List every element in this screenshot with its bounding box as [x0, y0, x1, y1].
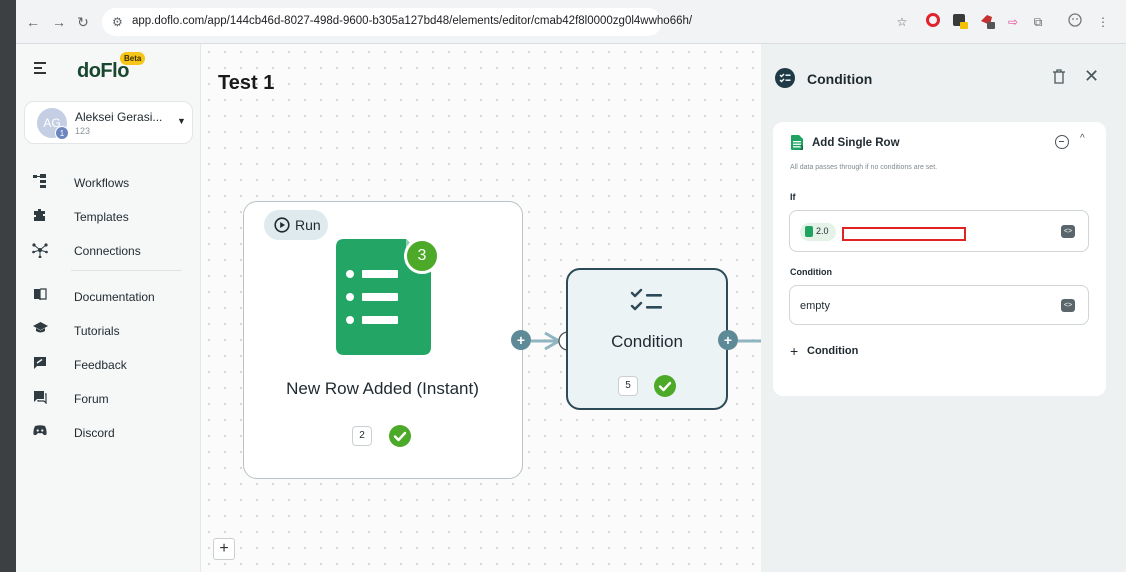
bookmark-star-icon[interactable]: ☆ — [896, 15, 908, 29]
remove-circle-icon[interactable] — [1055, 135, 1069, 149]
condition-value: empty — [800, 300, 830, 312]
address-bar[interactable]: ⚙ app.doflo.com/app/144cb46d-8027-498d-9… — [102, 8, 692, 36]
user-subtitle: 123 — [75, 126, 91, 136]
extensions-puzzle-icon[interactable]: ⧉ — [1033, 15, 1043, 29]
canvas-add-button[interactable]: + — [213, 538, 235, 560]
caret-down-icon: ▼ — [177, 116, 186, 126]
trash-icon[interactable] — [1051, 68, 1067, 86]
workflows-icon — [32, 174, 48, 190]
sidebar-item-label: Tutorials — [74, 324, 120, 338]
site-settings-icon[interactable]: ⚙ — [112, 15, 123, 29]
templates-icon — [32, 208, 48, 224]
trigger-node-title: New Row Added (Instant) — [286, 379, 479, 398]
checklist-icon — [630, 288, 662, 311]
condition-node-title: Condition — [611, 332, 683, 351]
run-button[interactable]: Run — [264, 210, 328, 240]
book-icon — [32, 288, 48, 304]
feedback-icon — [32, 356, 48, 372]
user-name: Aleksei Gerasi... — [75, 110, 163, 124]
condition-card: 3 Add Single Row ^ All data passes throu… — [773, 122, 1106, 396]
panel-title: Condition — [807, 71, 873, 87]
card-title: Add Single Row — [812, 137, 900, 149]
workflow-canvas[interactable]: Test 1 Run 3 New Row Added (Instant) 2 + — [201, 44, 761, 572]
left-edge-strip — [0, 0, 16, 572]
discord-icon — [32, 424, 48, 440]
plus-icon[interactable]: + — [790, 343, 799, 359]
data-reference-chip[interactable]: 2.0 — [800, 223, 836, 241]
sidebar-item-label: Connections — [74, 244, 141, 258]
extension-badge-icon-1[interactable] — [951, 13, 969, 31]
sidebar-divider — [71, 270, 182, 271]
connections-icon — [32, 242, 48, 259]
condition-settings-panel: Condition ✕ 3 Add Single Row ^ All data … — [761, 44, 1126, 572]
code-toggle-icon[interactable]: <> — [1061, 225, 1075, 238]
sidebar-item-label: Documentation — [74, 290, 155, 304]
sidebar-item-connections[interactable]: Connections — [24, 238, 193, 264]
if-label: If — [790, 192, 796, 202]
sidebar-item-forum[interactable]: Forum — [24, 386, 193, 412]
add-condition-button[interactable]: Condition — [807, 345, 859, 357]
success-check-icon — [389, 425, 411, 447]
connector-line — [738, 339, 761, 343]
sidebar-item-label: Forum — [74, 392, 109, 406]
trigger-node-new-row-added[interactable]: Run 3 New Row Added (Instant) 2 — [243, 201, 523, 479]
add-step-plus-icon[interactable]: + — [718, 330, 738, 350]
if-expression-field[interactable]: 2.0 <> — [789, 210, 1089, 252]
success-check-icon — [654, 375, 676, 397]
condition-select-field[interactable]: empty <> — [789, 285, 1089, 325]
graduation-cap-icon — [32, 322, 48, 338]
condition-panel-icon — [775, 68, 795, 88]
sidebar-item-label: Workflows — [74, 176, 130, 190]
code-toggle-icon[interactable]: <> — [1061, 299, 1075, 312]
step-subscript: 3 — [800, 146, 804, 152]
sidebar: doFlo Beta AG 1 Aleksei Gerasi... 123 ▼ … — [16, 44, 201, 572]
reload-icon[interactable]: ↻ — [77, 14, 89, 30]
google-sheets-icon — [791, 135, 803, 150]
beta-badge: Beta — [120, 52, 146, 65]
sidebar-collapse-icon[interactable] — [34, 62, 50, 76]
sidebar-item-label: Templates — [74, 210, 129, 224]
step-number: 2 — [352, 426, 372, 446]
workflow-title[interactable]: Test 1 — [218, 72, 275, 94]
sidebar-item-templates[interactable]: Templates — [24, 204, 193, 230]
forum-icon — [32, 390, 48, 406]
avatar-badge: 1 — [55, 126, 69, 140]
close-icon[interactable]: ✕ — [1084, 66, 1100, 86]
sidebar-item-discord[interactable]: Discord — [24, 420, 193, 446]
card-hint: All data passes through if no conditions… — [790, 164, 938, 171]
browser-toolbar: ← → ↻ ⚙ app.doflo.com/app/144cb46d-8027-… — [16, 0, 1126, 44]
play-icon — [274, 217, 290, 233]
sidebar-item-label: Discord — [74, 426, 115, 440]
sidebar-item-workflows[interactable]: Workflows — [24, 170, 193, 196]
opera-extension-icon[interactable] — [924, 13, 942, 31]
highlight-box — [842, 227, 966, 241]
chevron-up-icon[interactable]: ^ — [1080, 133, 1085, 144]
sidebar-item-label: Feedback — [74, 358, 127, 372]
condition-node[interactable]: Condition 5 — [566, 268, 728, 410]
profile-icon[interactable] — [1066, 13, 1084, 31]
step-number: 5 — [618, 376, 638, 396]
sidebar-item-tutorials[interactable]: Tutorials — [24, 318, 193, 344]
sidebar-item-documentation[interactable]: Documentation — [24, 284, 193, 310]
user-account-switcher[interactable]: AG 1 Aleksei Gerasi... 123 ▼ — [24, 101, 193, 144]
back-arrow-icon[interactable]: ← — [26, 14, 40, 30]
doflo-logo: doFlo — [77, 60, 129, 82]
chip-text: 2.0 — [816, 226, 829, 236]
condition-label: Condition — [790, 267, 832, 277]
trigger-count-badge: 3 — [404, 238, 440, 274]
extension-badge-icon-2[interactable] — [978, 13, 996, 31]
forward-arrow-icon[interactable]: → — [52, 14, 66, 30]
sidebar-item-feedback[interactable]: Feedback — [24, 352, 193, 378]
run-label: Run — [295, 217, 321, 233]
extension-arrow-icon[interactable]: ⇨ — [1007, 15, 1019, 29]
add-step-plus-icon[interactable]: + — [511, 330, 531, 350]
google-sheets-icon — [805, 226, 813, 237]
browser-menu-icon[interactable]: ⋮ — [1097, 15, 1109, 29]
url-text: app.doflo.com/app/144cb46d-8027-498d-960… — [132, 15, 693, 27]
